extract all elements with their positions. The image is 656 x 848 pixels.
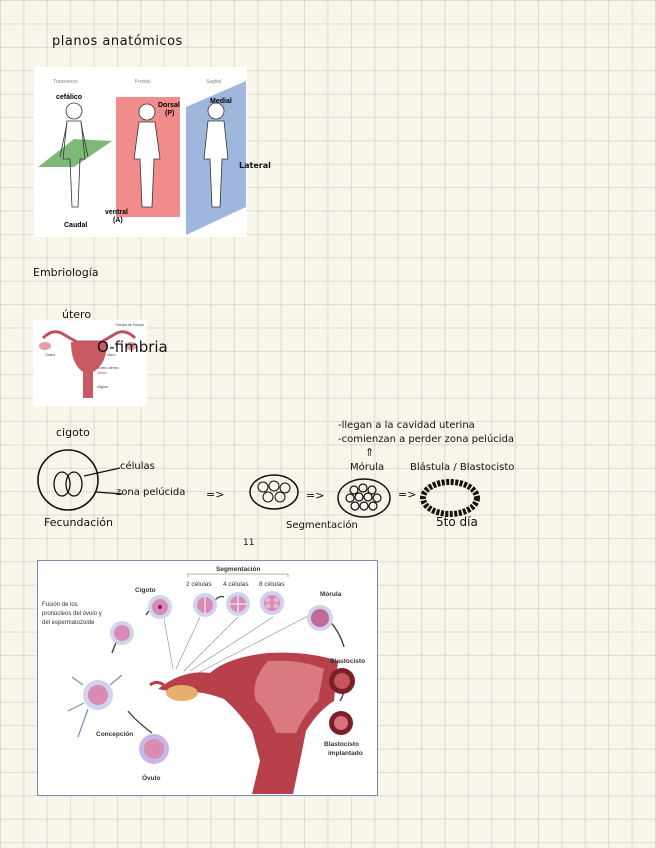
label-dorsal-p: (P) xyxy=(165,110,174,117)
fecundacion-label: Fecundación xyxy=(44,516,114,529)
label-implantado-2: implantado xyxy=(328,750,363,757)
uterus-illustration xyxy=(149,652,338,794)
label-8-celulas: 8 células xyxy=(259,581,285,588)
label-cigoto: Cigoto xyxy=(135,587,156,594)
anatomical-planes-svg: Transverso Frontal Sagital cefálico Caud… xyxy=(38,79,246,235)
col-transverse: Transverso xyxy=(53,79,78,85)
bullet-1: -llegan a la cavidad uterina xyxy=(338,420,475,431)
blastocyst-sketch xyxy=(420,479,480,517)
cell-morula xyxy=(307,605,333,631)
zona-pelucida-label: zona pelúcida xyxy=(116,487,186,498)
celulas-label: células xyxy=(120,461,155,472)
label-ovario: Ovario xyxy=(45,353,55,357)
fimbria-label: O-fimbria xyxy=(97,338,168,356)
equals-mark: 11 xyxy=(243,538,255,548)
label-ventral: ventral xyxy=(105,209,128,216)
segmentacion-label: Segmentación xyxy=(286,520,358,531)
cell-blastocyst xyxy=(329,668,355,694)
label-4-celulas: 4 células xyxy=(223,581,249,588)
label-concepcion: Concepción xyxy=(96,731,133,738)
page-title: planos anatómicos xyxy=(52,34,183,49)
label-cefalico: cefálico xyxy=(56,94,82,101)
col-frontal: Frontal xyxy=(135,79,151,85)
transverse-plane xyxy=(38,139,112,167)
blastula-label: Blástula / Blastocisto xyxy=(410,462,515,473)
uterus-figure: Trompa de Falopio Ovario Útero Cuello ut… xyxy=(33,320,147,406)
cigoto-label: cigoto xyxy=(56,426,90,439)
ovary-right xyxy=(125,342,137,350)
label-utero: Útero xyxy=(107,353,116,357)
label-dorsal: Dorsal xyxy=(158,102,180,109)
label-blastocisto: Blastocisto xyxy=(330,658,365,665)
body-outline-3 xyxy=(203,102,229,208)
ovary-shape xyxy=(166,685,198,701)
fusion-line-2: pronúcleos del óvulo y xyxy=(42,611,102,617)
uterus-body xyxy=(71,342,107,398)
cell-fusion xyxy=(110,621,134,645)
segmentation-sketch xyxy=(249,474,299,510)
cell-implanted xyxy=(329,711,353,735)
cell-4 xyxy=(226,592,250,616)
uterus-svg: Trompa de Falopio Ovario Útero Cuello ut… xyxy=(39,323,144,398)
cell-ovulo xyxy=(139,734,169,764)
label-implantado-1: Blastocisto xyxy=(324,741,359,748)
morula-label: Mórula xyxy=(350,462,385,473)
label-caudal: Caudal xyxy=(64,222,87,229)
label-trompa: Trompa de Falopio xyxy=(115,323,144,327)
development-diagram: Segmentación 2 células 4 células 8 célul… xyxy=(37,560,378,796)
label-cuello: Cuello uterino xyxy=(97,366,119,370)
arrow-2: => xyxy=(306,489,325,502)
fusion-line-3: del espermatozoide xyxy=(42,620,95,626)
label-morula: Mórula xyxy=(320,591,342,598)
morula-sketch xyxy=(337,478,391,518)
body-outline-1 xyxy=(59,102,89,208)
cell-conception xyxy=(67,674,123,738)
bullet-2: -comienzan a perder zona pelúcida xyxy=(338,434,515,445)
quinto-dia-label: 5to día xyxy=(436,515,478,529)
body-outline-2 xyxy=(133,103,161,208)
fusion-line-1: Fusión de los xyxy=(42,602,78,608)
ovary-left xyxy=(39,342,51,350)
cell-cigoto xyxy=(148,595,172,619)
cell-8 xyxy=(260,591,284,615)
up-arrow: ⇑ xyxy=(365,446,375,459)
diagram-segmentacion: Segmentación xyxy=(216,566,260,573)
arrow-1: => xyxy=(206,488,225,501)
embryology-heading: Embriología xyxy=(33,266,99,279)
label-ventral-a: (A) xyxy=(113,217,123,224)
label-2-celulas: 2 células xyxy=(186,581,212,588)
anatomical-planes-figure: Transverso Frontal Sagital cefálico Caud… xyxy=(34,67,247,237)
label-ovulo: Óvulo xyxy=(142,773,160,782)
utero-label: útero xyxy=(62,308,92,321)
col-sagittal: Sagital xyxy=(206,79,221,85)
zygote-sketch xyxy=(37,449,123,511)
label-medial: Medial xyxy=(210,98,232,105)
label-lateral: Lateral xyxy=(239,161,271,170)
development-diagram-svg: Segmentación 2 células 4 células 8 célul… xyxy=(42,566,365,794)
label-cervix: Cérvix xyxy=(97,371,107,375)
arrow-3: => xyxy=(398,488,417,501)
label-vagina: Vagina xyxy=(97,385,108,389)
cell-2 xyxy=(193,593,217,617)
